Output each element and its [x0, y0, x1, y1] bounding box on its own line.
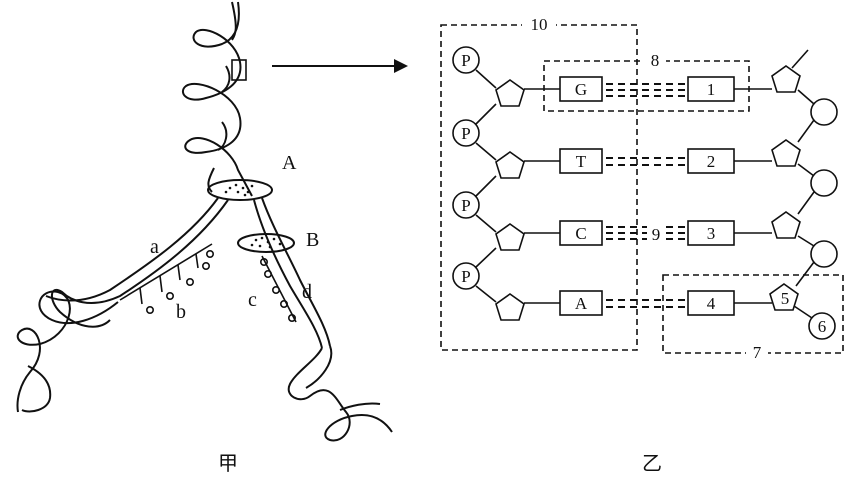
caption-yi: 乙: [642, 451, 662, 475]
hydrogen-bonds-3: [606, 226, 686, 240]
base-right-3: 3: [687, 220, 735, 246]
label-b: b: [176, 301, 186, 323]
replication-fork: [16, 1, 393, 442]
svg-text:A: A: [575, 294, 588, 313]
base-right-1: 1: [687, 76, 735, 102]
sugar-left-2: [495, 151, 525, 179]
enzyme-A-ellipse: [207, 179, 273, 201]
caption-jia: 甲: [218, 451, 238, 475]
label-B: B: [306, 229, 319, 251]
sugar-right-2: [771, 139, 801, 167]
label-10: 10: [531, 15, 548, 34]
svg-text:T: T: [576, 152, 587, 171]
sugar-left-1: [495, 79, 525, 107]
sugar-right-5: [769, 283, 799, 311]
label-9-group: 9: [647, 224, 665, 244]
label-9: 9: [652, 225, 661, 244]
label-d: d: [302, 281, 312, 303]
phosphate-right-2: [810, 169, 838, 197]
sugar-right-1: [771, 65, 801, 93]
dashed-box-10: [440, 24, 638, 351]
right-new-fragments: [259, 255, 297, 323]
left-template-strand: [51, 199, 229, 328]
parental-strand-outer: [181, 1, 253, 197]
base-left-A: A: [559, 290, 603, 316]
enzyme-A-dots: [224, 183, 254, 197]
phosphate-right-3: [810, 240, 838, 268]
sugar-right-3: [771, 211, 801, 239]
svg-text:2: 2: [707, 152, 716, 171]
svg-text:C: C: [575, 224, 586, 243]
hydrogen-bonds-1: [606, 83, 686, 97]
magnified-region-box: [231, 59, 247, 81]
magnify-arrow: [272, 59, 408, 73]
sugar-left-4: [495, 293, 525, 321]
svg-text:4: 4: [707, 294, 716, 313]
enzyme-B-dots: [250, 236, 282, 249]
label-c: c: [248, 289, 257, 311]
phosphate-6: 6: [808, 312, 836, 340]
label-a: a: [150, 236, 159, 258]
label-7-group: 7: [746, 343, 768, 362]
phosphate-4: P: [452, 262, 480, 290]
right-template-strand: [253, 199, 323, 349]
right-backbone: 6: [734, 49, 838, 340]
dashed-box-7: [662, 274, 844, 354]
left-coil: [16, 290, 119, 413]
base-right-2: 2: [687, 148, 735, 174]
base-left-C: C: [559, 220, 603, 246]
label-7: 7: [753, 343, 762, 362]
svg-text:G: G: [575, 80, 587, 99]
left-backbone: P P P P: [452, 46, 560, 321]
base-left-T: T: [559, 148, 603, 174]
label-8: 8: [651, 51, 660, 70]
base-right-4: 4: [687, 290, 735, 316]
svg-text:P: P: [461, 267, 470, 286]
svg-text:3: 3: [707, 224, 716, 243]
left-new-fragments: [119, 243, 215, 314]
left-new-strand: [45, 197, 219, 302]
label-10-group: 10: [522, 15, 556, 34]
sugar-left-3: [495, 223, 525, 251]
svg-text:P: P: [461, 196, 470, 215]
svg-text:6: 6: [818, 317, 827, 336]
left-coil-inner: [21, 365, 52, 413]
label-8-group: 8: [644, 51, 666, 70]
phosphate-2: P: [452, 119, 480, 147]
label-A: A: [282, 152, 297, 174]
hydrogen-bonds-2: [606, 157, 686, 166]
hydrogen-bonds-4: [606, 299, 686, 308]
svg-text:P: P: [461, 124, 470, 143]
svg-text:P: P: [461, 51, 470, 70]
phosphate-1: P: [452, 46, 480, 74]
parental-strand-inner: [207, 1, 237, 193]
right-coil-inner: [305, 345, 381, 411]
base-left-G: G: [559, 76, 603, 102]
phosphate-right-1: [810, 98, 838, 126]
right-new-strand: [261, 197, 331, 347]
right-coil: [287, 347, 393, 442]
svg-text:1: 1: [707, 80, 716, 99]
phosphate-3: P: [452, 191, 480, 219]
label-5: 5: [781, 289, 790, 308]
